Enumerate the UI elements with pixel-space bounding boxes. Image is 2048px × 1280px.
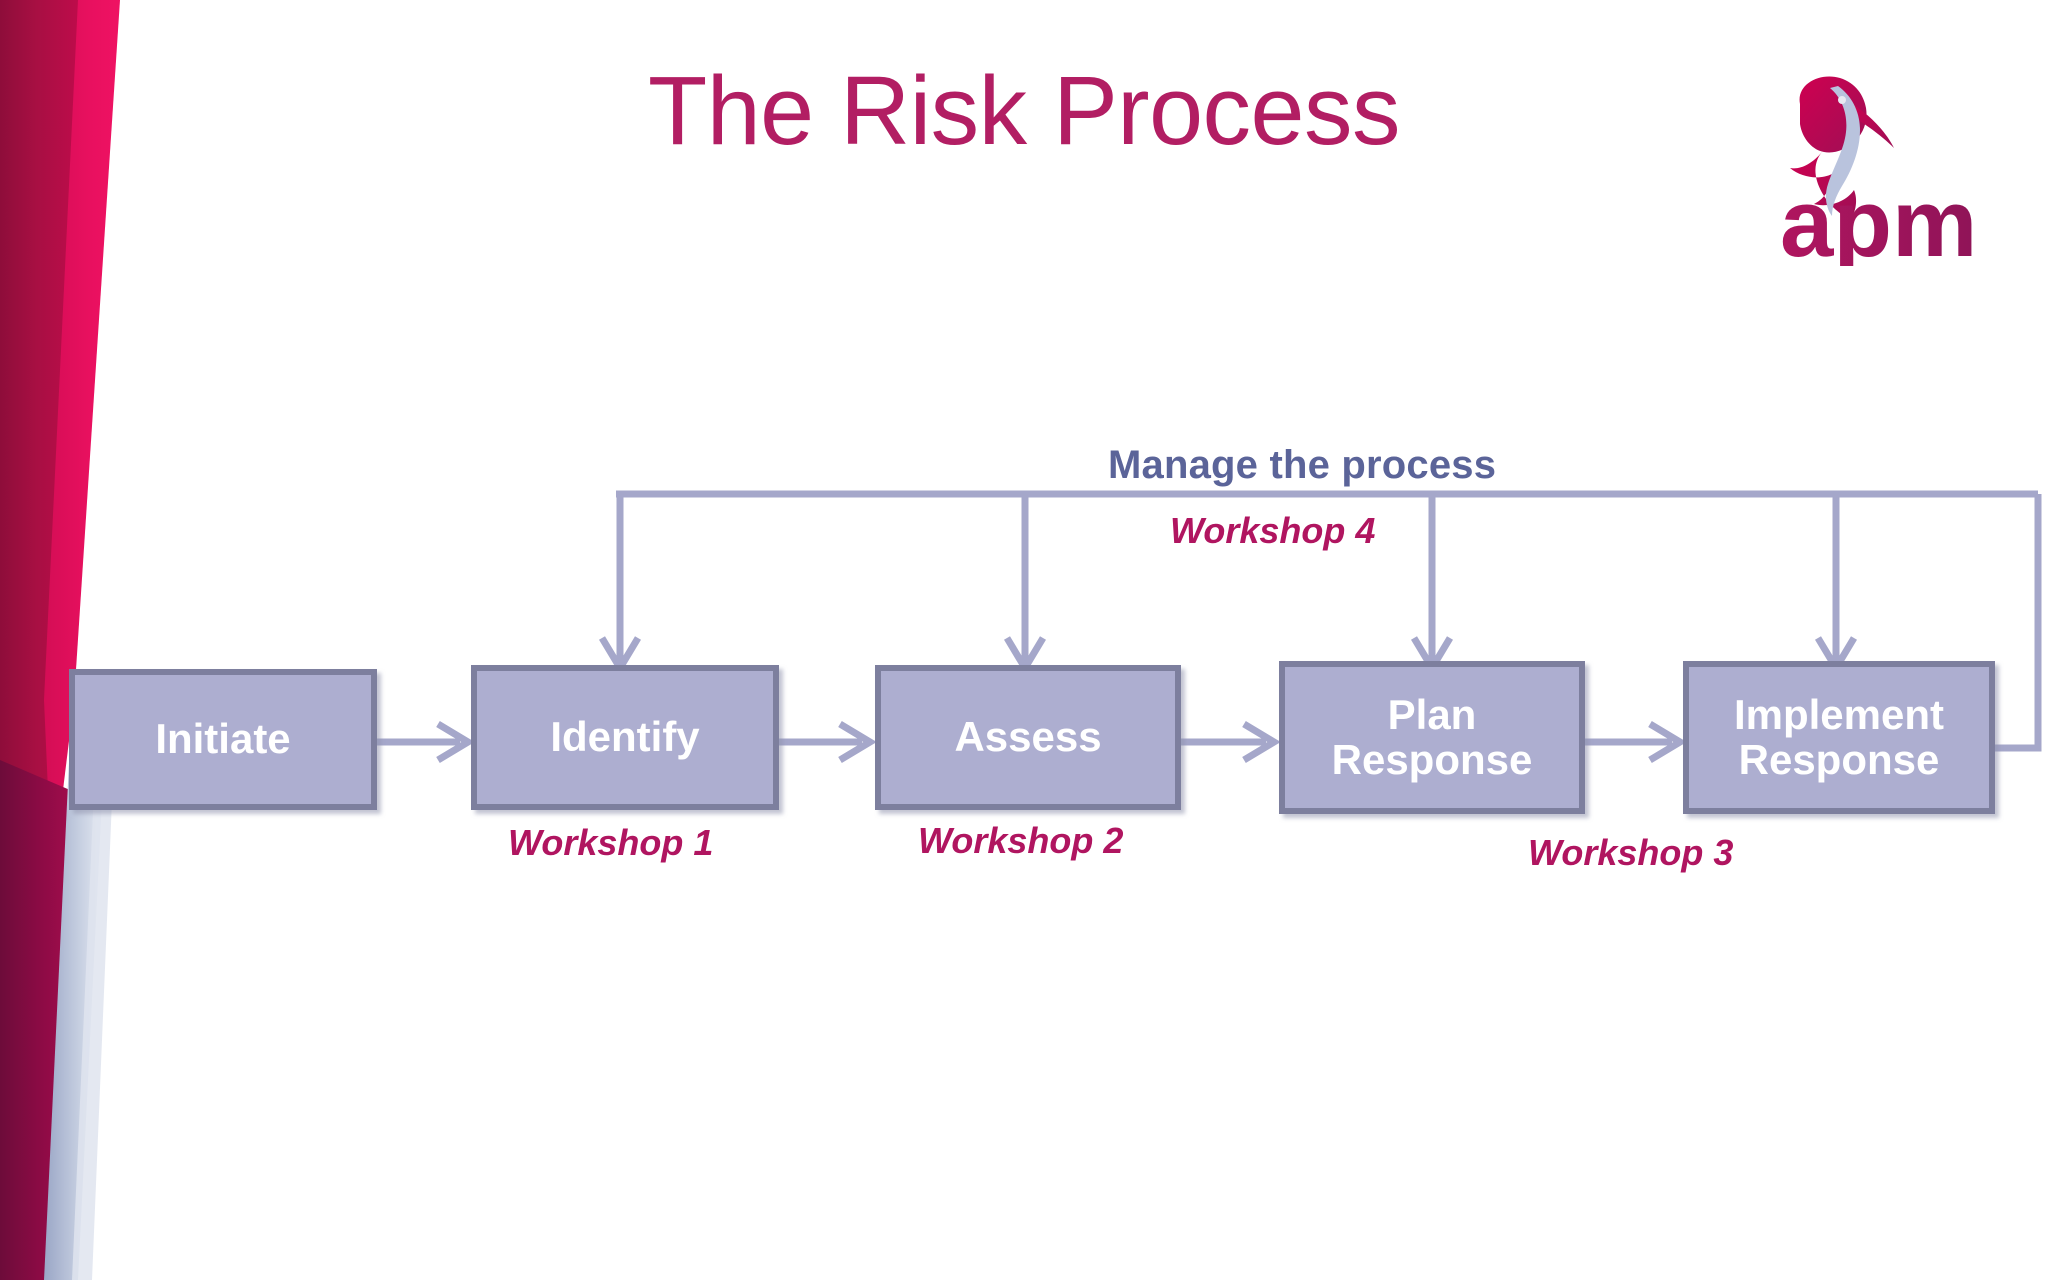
workshop-2-label: Workshop 2 — [918, 820, 1124, 861]
workshop-3-label: Workshop 3 — [1528, 832, 1734, 873]
arrowhead-link-plan — [1648, 720, 1687, 764]
step-box-assess — [875, 665, 1181, 810]
arrowhead-link-assess — [1242, 720, 1281, 764]
step-label-identify: Identify — [550, 713, 700, 761]
arrowhead-link-identify — [838, 720, 877, 764]
page-title: The Risk Process — [647, 56, 1401, 165]
step-label-assess: Assess — [954, 713, 1102, 761]
manage-loop-right-return — [1992, 494, 2042, 752]
step-box-identify — [471, 665, 779, 810]
step-box-plan-response — [1279, 661, 1585, 814]
workshop-1-label: Workshop 1 — [508, 822, 714, 863]
step-label-implement-response: Implement Response — [1733, 691, 1945, 783]
step-label-plan-response: Plan Response — [1331, 691, 1533, 783]
apm-logo: apm — [1768, 66, 1998, 266]
workshop-4-label: Workshop 4 — [1170, 510, 1376, 551]
step-box-initiate — [69, 669, 377, 810]
apm-wordmark: apm — [1780, 170, 1977, 266]
bird-glyph — [1790, 76, 1894, 220]
step-box-implement-response — [1683, 661, 1995, 814]
arrowhead-link-initiate — [436, 720, 475, 764]
step-label-initiate: Initiate — [155, 715, 291, 763]
manage-the-process-label: Manage the process — [1108, 443, 1497, 487]
